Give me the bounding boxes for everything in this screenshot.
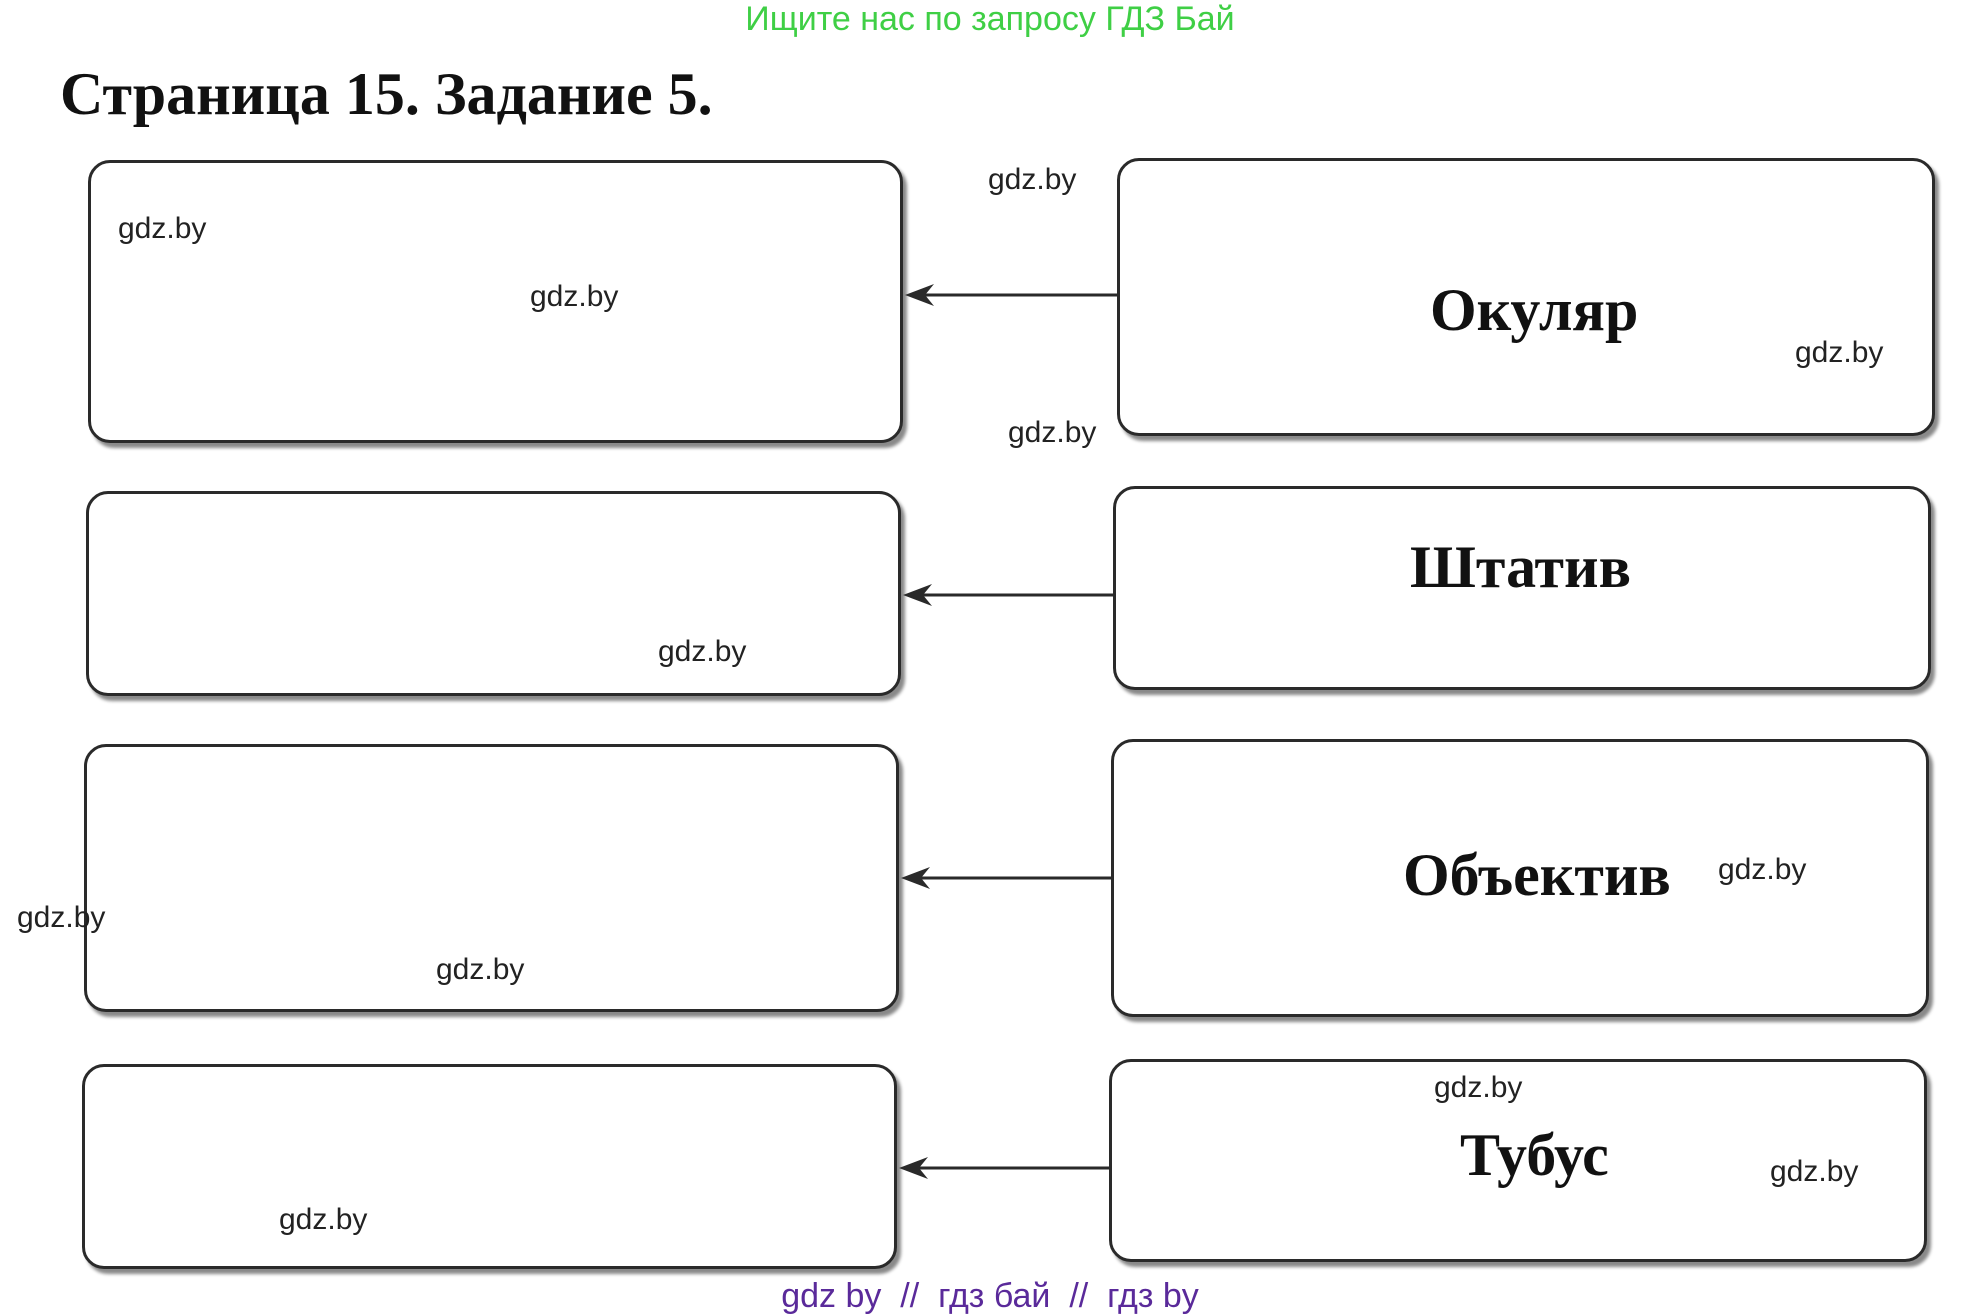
watermark: gdz.by (17, 901, 106, 934)
watermark: gdz.by (1008, 416, 1097, 449)
page-title: Страница 15. Задание 5. (60, 61, 713, 127)
answer-box-4[interactable] (82, 1064, 897, 1269)
watermark: gdz.by (530, 280, 619, 313)
term-label-1: Окуляр (1430, 277, 1639, 343)
arrow-4 (899, 1157, 1111, 1179)
arrow-1 (905, 284, 1117, 306)
term-label-3: Объектив (1403, 842, 1671, 908)
watermark: gdz.by (1770, 1155, 1859, 1188)
answer-box-3[interactable] (84, 744, 899, 1012)
watermark: gdz.by (658, 635, 747, 668)
watermark: gdz.by (1718, 853, 1807, 886)
watermark: gdz.by (1795, 336, 1884, 369)
watermark: gdz.by (279, 1203, 368, 1236)
term-label-4: Тубус (1460, 1122, 1609, 1188)
arrow-3 (901, 867, 1113, 889)
bottom-banner: gdz by // гдз бай // гдз by (781, 1277, 1199, 1315)
top-banner: Ищите нас по запросу ГДЗ Бай (745, 0, 1235, 38)
term-box-1 (1117, 158, 1935, 436)
term-box-3 (1111, 739, 1929, 1017)
watermark: gdz.by (118, 212, 207, 245)
watermark: gdz.by (436, 953, 525, 986)
answer-box-2[interactable] (86, 491, 901, 696)
watermark: gdz.by (988, 163, 1077, 196)
term-box-4 (1109, 1059, 1927, 1262)
answer-box-1[interactable] (88, 160, 903, 443)
watermark: gdz.by (1434, 1071, 1523, 1104)
arrow-2 (903, 584, 1115, 606)
term-label-2: Штатив (1410, 534, 1631, 600)
term-box-2 (1113, 486, 1931, 690)
